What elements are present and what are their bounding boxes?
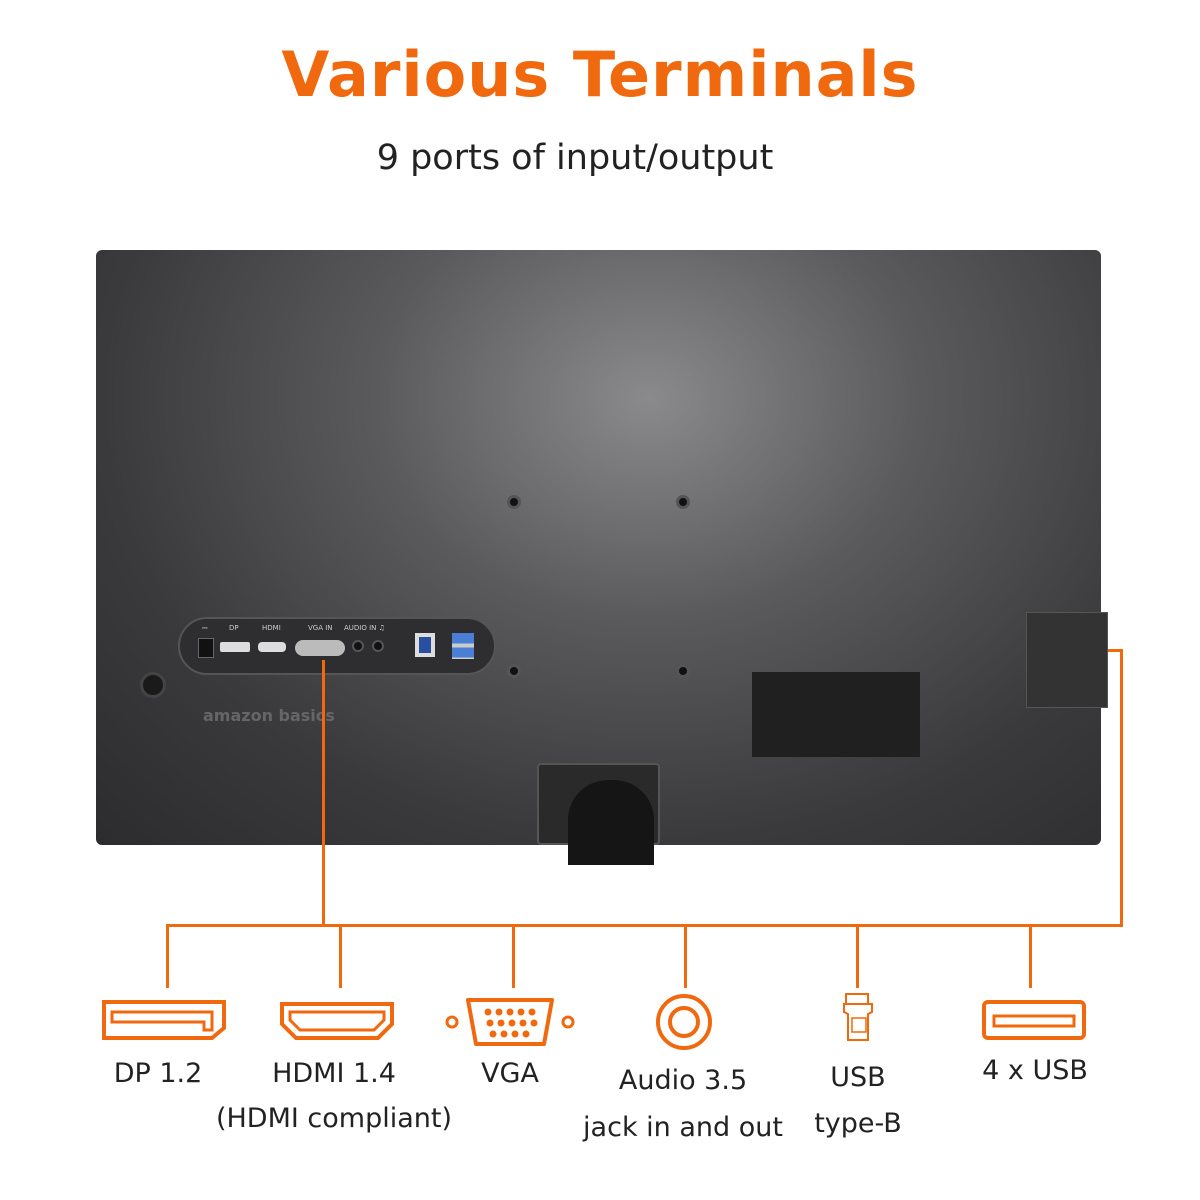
vesa-screw [507,495,521,509]
connector-drop [1029,924,1032,988]
usb-b-port [415,633,435,657]
port-sublabel: type-B [814,1108,902,1139]
port-label: HDMI 1.4 [272,1058,396,1089]
usb-b-icon [843,993,873,1041]
side-usb-housing [1026,612,1108,708]
usb-a-icon [982,1000,1086,1040]
usb-a-ports [452,633,474,659]
vga-port-label: VGA IN [308,624,333,632]
dp-port-label: DP [229,624,239,632]
connector-drop [684,924,687,988]
hdmi-icon [280,1002,394,1040]
connector-line [166,924,1123,927]
port-label: DP 1.2 [113,1058,203,1089]
port-label: Audio 3.5 [618,1065,748,1096]
audio-out-port [372,640,384,652]
vga-icon [445,998,575,1046]
displayport-icon [102,1000,226,1040]
port-sublabel: jack in and out [583,1112,783,1143]
connector-line [322,660,325,926]
vesa-screw [676,495,690,509]
dp-port [220,642,250,652]
hdmi-port [258,642,286,652]
connector-line [1120,649,1123,927]
power-port [198,638,214,658]
port-label: 4 x USB [982,1055,1088,1086]
connector-drop [166,924,169,988]
audio-jack-icon [656,994,712,1050]
audio-in-port [352,640,364,652]
port-sublabel: (HDMI compliant) [215,1103,453,1134]
rear-panel-cover [752,672,920,757]
page-title: Various Terminals [281,38,919,111]
hdmi-port-label: HDMI [262,624,281,632]
vga-port [295,640,345,656]
connector-drop [512,924,515,988]
monitor-back [96,250,1101,845]
vesa-screw [507,664,521,678]
port-label: VGA [481,1058,539,1089]
connector-line [1108,649,1123,652]
vesa-screw [676,664,690,678]
power-port-label: ⎓ [202,624,208,632]
power-button [140,672,166,698]
audio-port-label: AUDIO IN ♫ [344,624,385,632]
port-label: USB [830,1062,886,1093]
stand-neck [568,780,654,865]
subtitle: 9 ports of input/output [376,138,774,178]
brand-logo: amazon basics [203,706,335,725]
connector-drop [856,924,859,988]
connector-drop [339,924,342,988]
